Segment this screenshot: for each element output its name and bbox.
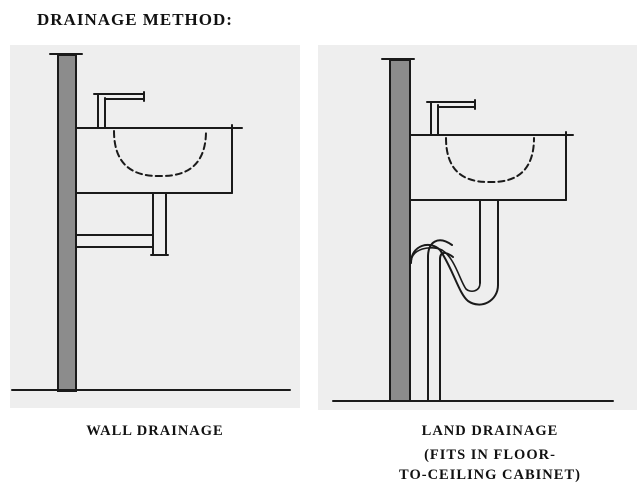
wall-drainage-caption: WALL DRAINAGE	[86, 423, 224, 439]
panel-background	[10, 45, 300, 408]
bowl-outline	[113, 130, 207, 178]
p-trap-pipe	[410, 199, 499, 402]
wall	[389, 59, 411, 402]
land-drainage-diagram	[318, 45, 637, 410]
wall-drain-pipe	[75, 192, 169, 256]
wall	[57, 54, 77, 392]
wall-drainage-diagram	[10, 45, 300, 408]
land-drainage-note-line-2: TO-CEILING CABINET)	[399, 467, 581, 483]
bowl-outline	[445, 137, 535, 184]
faucet	[426, 99, 476, 136]
land-drainage-note: (FITS IN FLOOR- TO-CEILING CABINET)	[340, 445, 637, 485]
panel-background	[318, 45, 637, 410]
faucet	[93, 91, 145, 129]
land-drainage-note-line-1: (FITS IN FLOOR-	[424, 447, 556, 463]
land-drainage-caption: LAND DRAINAGE	[421, 423, 559, 439]
basin	[409, 131, 574, 201]
page-title: DRAINAGE METHOD:	[37, 10, 233, 29]
